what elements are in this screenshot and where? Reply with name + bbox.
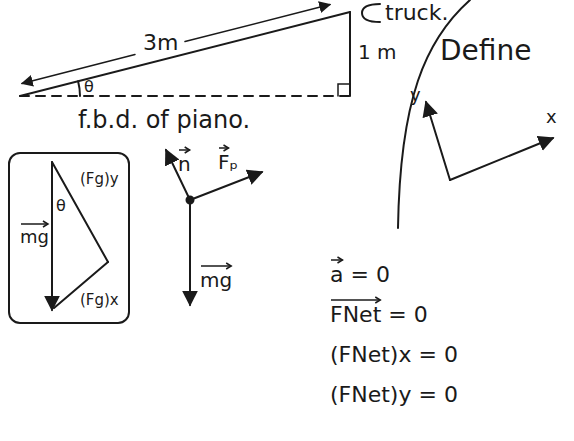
right-angle-mark — [338, 84, 350, 96]
equation: (FNet)y = 0 — [330, 382, 458, 408]
heading-text: f.b.d. of piano. — [78, 106, 250, 135]
force-label: n — [178, 152, 191, 176]
vector-arrow — [331, 299, 380, 301]
push-force-arrow — [190, 172, 262, 200]
dimension-label: 1 m — [358, 40, 397, 64]
ramp-surface — [20, 12, 350, 96]
force-label: Fₚ — [218, 150, 238, 174]
normal-force-arrow — [166, 150, 190, 200]
force-label: mg — [200, 268, 232, 292]
dimension-label: 3m — [143, 30, 178, 56]
dimension-arrow — [185, 5, 330, 42]
angle-label: θ — [56, 196, 66, 215]
equation: a = 0 — [330, 262, 390, 288]
gravity-arrow — [189, 200, 191, 305]
axis-label: x — [546, 106, 557, 128]
angle-arc — [78, 81, 80, 96]
object-label: truck. — [385, 0, 448, 26]
angle-label: θ — [84, 77, 94, 96]
x-axis — [450, 138, 553, 180]
force-label: mg — [20, 226, 49, 248]
inset-box: mgθ (Fg)y (Fg)x — [8, 152, 130, 324]
gravity-arrow — [51, 162, 53, 310]
heading-text: Define — [440, 34, 531, 68]
vector-arrow — [21, 223, 48, 225]
vector-arrow — [201, 265, 231, 267]
component-label: (Fg)y — [80, 170, 119, 188]
equation: FNet = 0 — [330, 302, 428, 328]
ramp-base — [20, 95, 350, 97]
axis-label: y — [410, 84, 421, 106]
component-label: (Fg)x — [80, 291, 119, 309]
truck-bracket — [362, 4, 380, 22]
y-axis — [426, 102, 450, 180]
equation: (FNet)x = 0 — [330, 342, 458, 368]
dimension-arrow — [22, 54, 135, 83]
